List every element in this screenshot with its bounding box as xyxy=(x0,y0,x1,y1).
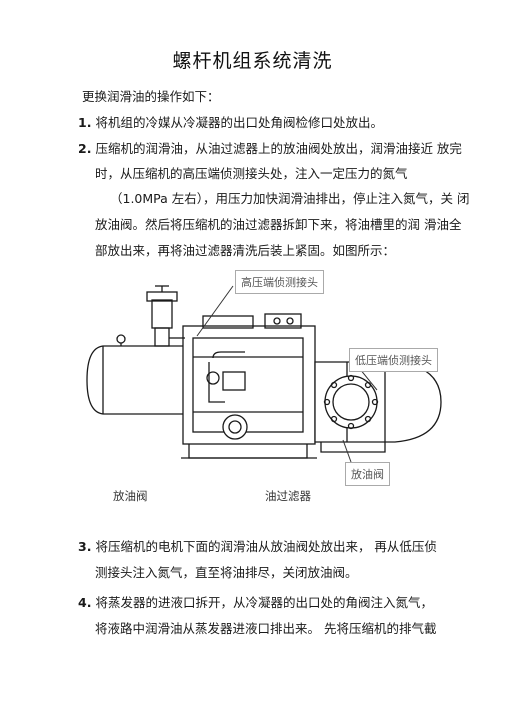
step-2: 2.压缩机的润滑油，从油过滤器上的放油阀处放出，润滑油接近 放完 xyxy=(78,138,462,157)
step-2-line-4: 放油阀。然后将压缩机的油过滤器拆卸下来，将油槽里的润 滑油全 xyxy=(95,217,462,232)
step-4: 4.将蒸发器的进液口拆开，从冷凝器的出口处的角阀注入氮气， xyxy=(78,592,433,611)
step-text: 将机组的冷媒从冷凝器的出口处角阀检修口处放出。 xyxy=(95,115,383,130)
step-3: 3.将压缩机的电机下面的润滑油从放油阀处放出来， 再从低压侦 xyxy=(78,536,437,555)
label-drain-valve: 放油阀 xyxy=(113,489,148,503)
page-title: 螺杆机组系统清洗 xyxy=(172,50,333,72)
step-2-line-5: 部放出来，再将油过滤器清洗后装上紧固。如图所示： xyxy=(95,243,396,258)
compressor-illustration xyxy=(86,285,442,463)
intro-text: 更换润滑油的操作如下： xyxy=(82,89,220,104)
step-text: 压缩机的润滑油，从油过滤器上的放油阀处放出，润滑油接近 放完 xyxy=(95,141,462,156)
step-number: 3. xyxy=(78,539,92,554)
callout-low-pressure-port: 低压端侦测接头 xyxy=(349,348,438,372)
step-number: 1. xyxy=(78,115,92,130)
step-text: （1.0MPa 左右），用压力加快润滑油排出，停止注入氮气，关 闭 xyxy=(110,191,470,206)
step-4-line-2: 将液路中润滑油从蒸发器进液口排出来。 先将压缩机的排气截 xyxy=(95,621,437,636)
compressor-diagram: 高压端侦测接头 低压端侦测接头 放油阀 放油阀 油过滤器 xyxy=(85,262,470,512)
step-1: 1.将机组的冷媒从冷凝器的出口处角阀检修口处放出。 xyxy=(78,112,383,131)
callout-drain-valve: 放油阀 xyxy=(345,462,390,486)
step-3-line-2: 测接头注入氮气，直至将油排尽，关闭放油阀。 xyxy=(95,565,358,580)
step-2-line-2: 时，从压缩机的高压端侦测接头处，注入一定压力的氮气 xyxy=(95,166,408,181)
step-number: 4. xyxy=(78,595,92,610)
step-text: 将压缩机的电机下面的润滑油从放油阀处放出来， 再从低压侦 xyxy=(95,539,437,554)
label-oil-filter: 油过滤器 xyxy=(265,489,311,503)
step-text: 将蒸发器的进液口拆开，从冷凝器的出口处的角阀注入氮气， xyxy=(95,595,433,610)
step-number: 2. xyxy=(78,141,92,156)
step-2-line-3: （1.0MPa 左右），用压力加快润滑油排出，停止注入氮气，关 闭 xyxy=(110,188,470,207)
callout-high-pressure-port: 高压端侦测接头 xyxy=(235,270,324,294)
